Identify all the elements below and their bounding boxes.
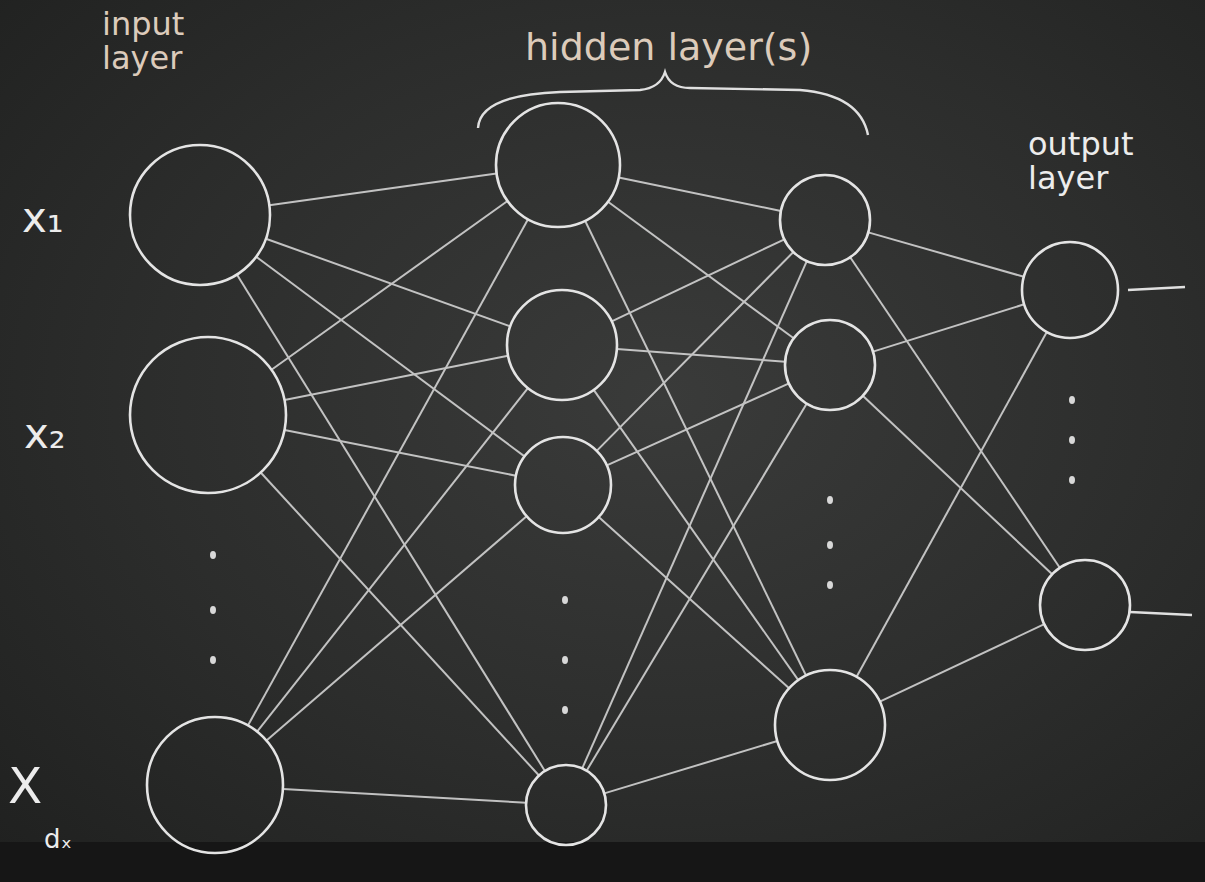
ellipsis-dot [210, 551, 216, 559]
connection-line [285, 430, 516, 476]
connection-line [283, 789, 526, 803]
ellipsis-dot [827, 496, 833, 504]
neuron-circle [515, 437, 611, 533]
neuron-circle [496, 103, 620, 227]
connection-line [604, 741, 777, 793]
connection-line [873, 304, 1024, 351]
neuron-circle [785, 320, 875, 410]
neuron-circle [1040, 560, 1130, 650]
ellipsis-dots [210, 396, 1075, 714]
connection-line [237, 275, 545, 772]
output-line [1128, 287, 1185, 290]
connection-line [617, 349, 785, 362]
connection-line [257, 388, 528, 731]
layer-label: input layer [102, 8, 222, 75]
connection-line [863, 396, 1052, 574]
connection-line [585, 221, 806, 676]
ellipsis-dot [210, 656, 216, 664]
output-line [1130, 612, 1192, 615]
connection-line [607, 383, 789, 465]
ellipsis-dot [562, 656, 568, 664]
connection-line [269, 174, 496, 206]
ellipsis-dot [1069, 396, 1075, 404]
ellipsis-dot [210, 606, 216, 614]
input-variable: X [8, 760, 42, 813]
neuron-circle [780, 175, 870, 265]
neuron-circle [130, 145, 270, 285]
connections [237, 174, 1060, 803]
connection-line [608, 202, 794, 339]
brace [478, 72, 868, 135]
connection-line [868, 232, 1024, 276]
ellipsis-dot [562, 596, 568, 604]
connection-line [612, 239, 785, 321]
neuron-circle [507, 290, 617, 400]
input-variable: x₁ [22, 196, 64, 240]
connection-line [857, 332, 1047, 677]
neuron-circle [526, 765, 606, 845]
connection-line [619, 178, 781, 211]
connection-line [261, 473, 539, 776]
connection-line [248, 219, 528, 725]
layer-label: output layer [1028, 128, 1158, 195]
neuron-circle [775, 670, 885, 780]
connection-line [272, 201, 508, 370]
input-variable: x₂ [24, 412, 66, 456]
ellipsis-dot [562, 706, 568, 714]
neurons [130, 103, 1130, 853]
connection-line [597, 252, 794, 451]
ellipsis-dot [827, 581, 833, 589]
ellipsis-dot [1069, 436, 1075, 444]
board-ledge [0, 842, 1205, 882]
neuron-circle [147, 717, 283, 853]
ellipsis-dot [1069, 476, 1075, 484]
layer-label: hidden layer(s) [525, 28, 812, 68]
connection-line [880, 624, 1045, 701]
ellipsis-dot [827, 541, 833, 549]
neuron-circle [1022, 242, 1118, 338]
connection-line [266, 239, 510, 327]
connection-line [256, 257, 524, 457]
connection-line [267, 516, 527, 740]
neuron-circle [130, 337, 286, 493]
connection-line [594, 390, 799, 680]
connection-line [599, 517, 789, 688]
connection-line [587, 404, 807, 771]
connection-line [285, 356, 509, 400]
input-subscript: dₓ [44, 826, 72, 853]
